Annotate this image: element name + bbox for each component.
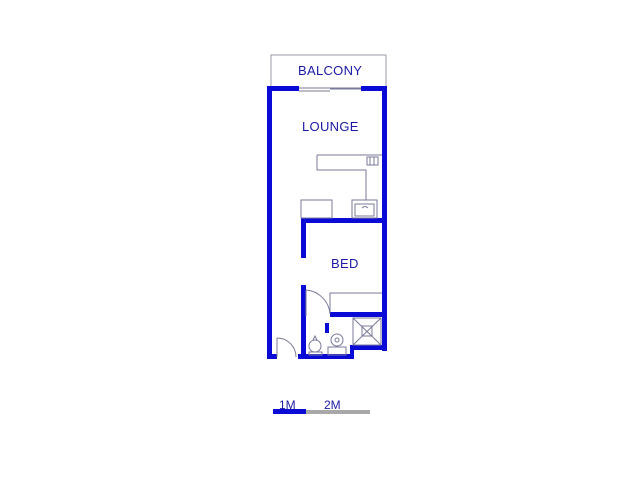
- kitchen-units: [300, 199, 378, 219]
- bed-label: BED: [331, 256, 359, 271]
- balcony-label: BALCONY: [298, 63, 363, 78]
- bed-door: [305, 289, 331, 316]
- bed-cupboard: [329, 292, 382, 312]
- basin: [327, 333, 347, 356]
- scale-label-1m: 1M: [279, 398, 296, 412]
- entrance-door: [276, 337, 297, 358]
- scale-bar: [273, 409, 370, 414]
- shower: [352, 317, 382, 346]
- scale-bar-first: [273, 409, 306, 414]
- scale-label-2m: 2M: [324, 398, 341, 412]
- kitchen-counter: [316, 154, 382, 200]
- scale-bar-second: [306, 410, 370, 414]
- toilet: [308, 334, 323, 356]
- sliding-door: [299, 87, 361, 92]
- interior-walls: [301, 218, 387, 359]
- lounge-label: LOUNGE: [302, 119, 359, 134]
